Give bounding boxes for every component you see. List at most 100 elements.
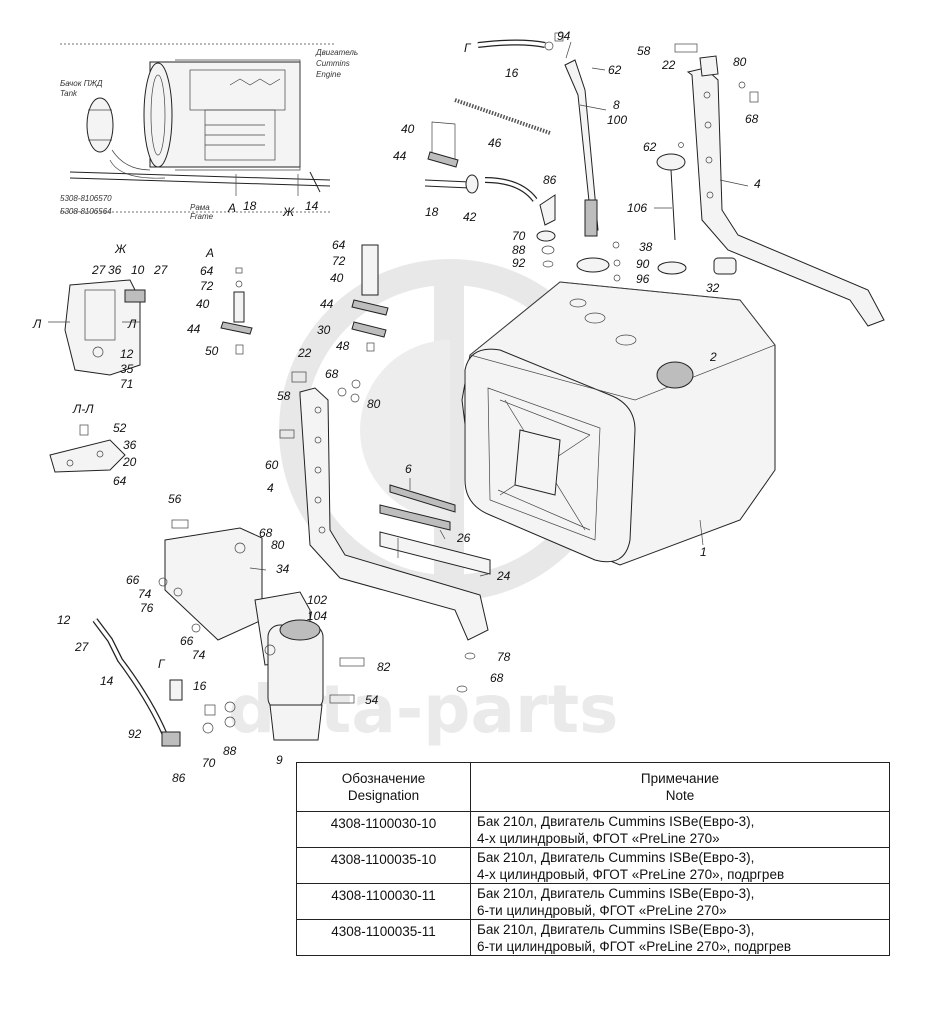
callout-72-a: 72	[200, 279, 214, 293]
note-header: Примечание Note	[470, 762, 890, 812]
callout-92-lower: 92	[128, 727, 142, 741]
callout-36-zh: 36	[108, 263, 122, 277]
callout-72-m: 72	[332, 254, 346, 268]
designation-cell: 4308-1100030-11	[296, 883, 471, 920]
callout-50-a: 50	[205, 344, 219, 358]
callout-102: 102	[307, 593, 327, 607]
callout-106: 106	[627, 201, 647, 215]
callout-46: 46	[488, 136, 502, 150]
callout-18-inset: 18	[243, 199, 257, 213]
section-letter-a: А	[205, 246, 214, 260]
designation-cell: 4308-1100035-11	[296, 919, 471, 956]
callout-38: 38	[639, 240, 653, 254]
callout-24: 24	[496, 569, 511, 583]
callout-9: 9	[276, 753, 283, 767]
section-letter-g-lower: Г	[158, 657, 166, 671]
callout-96: 96	[636, 272, 650, 286]
callout-68-m: 68	[325, 367, 339, 381]
table-row: 4308-1100035-11 Бак 210л, Двигатель Cumm…	[296, 919, 890, 956]
callout-36-ll: 36	[123, 438, 137, 452]
callout-62-mid: 62	[643, 140, 657, 154]
engine-ru-label: Двигатель	[315, 48, 358, 57]
tank-en-label: Tank	[60, 89, 78, 98]
callout-56: 56	[168, 492, 182, 506]
note-line: 6-ти цилиндровый, ФГОТ «PreLine 270»	[477, 903, 727, 918]
callout-40-m: 40	[330, 271, 344, 285]
engine-block	[143, 59, 301, 171]
callout-58-m: 58	[277, 389, 291, 403]
callout-78: 78	[497, 650, 511, 664]
callout-80-top: 80	[733, 55, 747, 69]
callout-70-top: 70	[512, 229, 526, 243]
callout-64-ll: 64	[113, 474, 127, 488]
detail-zh: Ж 27 36 10 27 Л Л 12 35 71	[32, 242, 169, 391]
note-line: Бак 210л, Двигатель Cummins ISBe(Евро-3)…	[477, 814, 755, 829]
callout-58-top: 58	[637, 44, 651, 58]
callout-32: 32	[706, 281, 720, 295]
callout-16-top: 16	[505, 66, 519, 80]
callout-64-m: 64	[332, 238, 346, 252]
callout-27-zh-1: 27	[91, 263, 107, 277]
callout-10-zh: 10	[131, 263, 145, 277]
callout-30: 30	[317, 323, 331, 337]
callout-22-m: 22	[297, 346, 312, 360]
section-letter-l-right: Л	[127, 317, 137, 331]
callout-44-m: 44	[320, 297, 334, 311]
callout-62-top: 62	[608, 63, 622, 77]
designation-cell: 4308-1100030-10	[296, 811, 471, 848]
callout-44-top: 44	[393, 149, 407, 163]
callout-86-lower: 86	[172, 771, 186, 785]
note-cell: Бак 210л, Двигатель Cummins ISBe(Евро-3)…	[470, 919, 890, 956]
note-line: 4-х цилиндровый, ФГОТ «PreLine 270», под…	[477, 867, 785, 882]
callout-54: 54	[365, 693, 379, 707]
engine-inset: Двигатель Cummins Engine Бачок ПЖД Tank …	[60, 43, 358, 221]
section-letter-zh: Ж	[114, 242, 127, 256]
callout-34: 34	[276, 562, 290, 576]
callout-27-zh-2: 27	[153, 263, 169, 277]
designation-header: Обозначение Designation	[296, 762, 471, 812]
table-header-row: Обозначение Designation Примечание Note	[296, 762, 890, 812]
callout-2: 2	[709, 350, 717, 364]
code-label-2: 5308-8106564	[60, 207, 112, 216]
callout-27: 27	[74, 640, 90, 654]
callout-26: 26	[456, 531, 471, 545]
designation-header-ru: Обозначение	[341, 771, 426, 786]
detail-a: А 64 72 40 44 50	[187, 246, 253, 358]
callout-68-f: 68	[259, 526, 273, 540]
bracket-4-left: 64 72 40 44 30 48 22 68 80 58 60 4 6 26 …	[265, 238, 511, 693]
heater-tank	[86, 97, 114, 153]
callout-52-ll: 52	[113, 421, 127, 435]
bracket-4-right: 58 22 80 68 62 4 106	[627, 43, 885, 327]
note-header-ru: Примечание	[640, 771, 720, 786]
callout-14-inset: 14	[305, 199, 319, 213]
callout-76: 76	[140, 601, 154, 615]
note-header-en: Note	[665, 788, 695, 803]
callout-86-top: 86	[543, 173, 557, 187]
callout-14: 14	[100, 674, 114, 688]
callout-74-2: 74	[192, 648, 206, 662]
section-letter-g-top: Г	[464, 41, 472, 55]
callout-40-a: 40	[196, 297, 210, 311]
designation-table: Обозначение Designation Примечание Note …	[296, 762, 890, 956]
callout-90: 90	[636, 257, 650, 271]
leader-lines	[249, 41, 749, 577]
callout-42: 42	[463, 210, 477, 224]
callout-80-f: 80	[271, 538, 285, 552]
code-label-1: 5308-8106570	[60, 194, 112, 203]
note-cell: Бак 210л, Двигатель Cummins ISBe(Евро-3)…	[470, 811, 890, 848]
engine-cummins-label: Cummins	[316, 59, 350, 68]
engine-en-label: Engine	[316, 70, 341, 79]
designation-cell: 4308-1100035-10	[296, 847, 471, 884]
note-cell: Бак 210л, Двигатель Cummins ISBe(Евро-3)…	[470, 847, 890, 884]
callout-64-a: 64	[200, 264, 214, 278]
section-letter-zh-inset: Ж	[282, 205, 295, 219]
callout-40-top: 40	[401, 122, 415, 136]
callout-12-zh: 12	[120, 347, 134, 361]
callout-74-1: 74	[138, 587, 152, 601]
callout-82: 82	[377, 660, 391, 674]
frame-ru-label: Рама	[190, 203, 210, 212]
section-letter-l-l: Л-Л	[72, 402, 94, 416]
callout-80-m: 80	[367, 397, 381, 411]
callout-88-lower: 88	[223, 744, 237, 758]
tank-ru-label: Бачок ПЖД	[60, 79, 103, 88]
